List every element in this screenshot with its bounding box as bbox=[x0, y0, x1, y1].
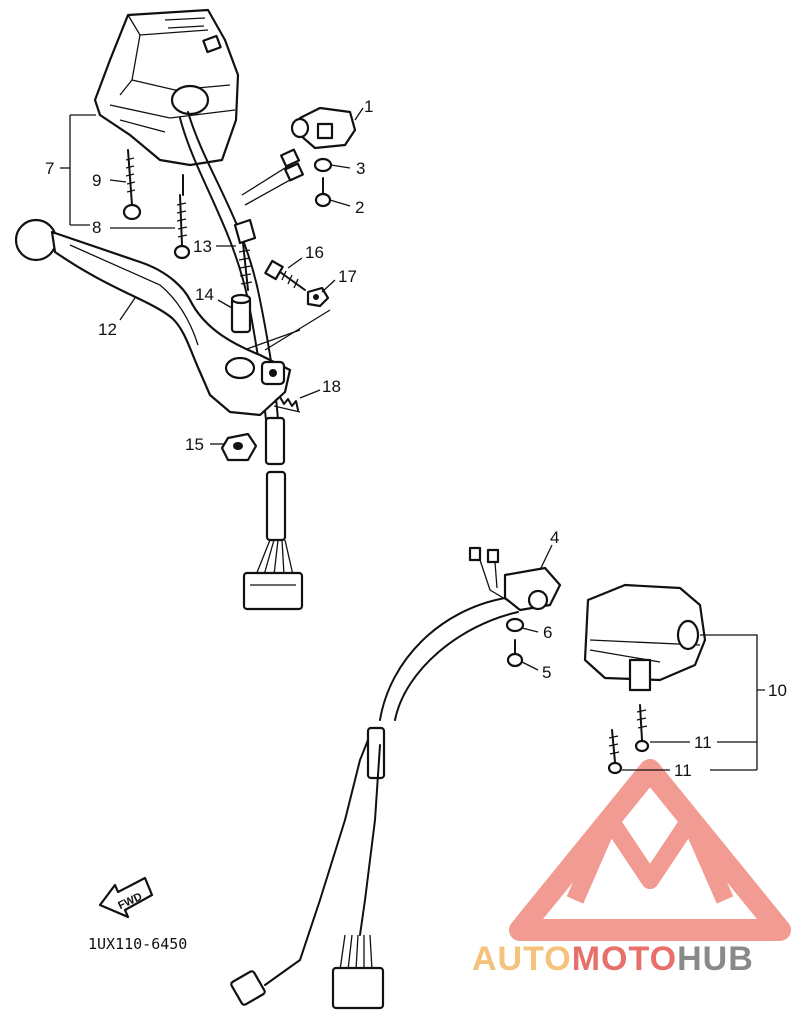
callout-1: 1 bbox=[364, 97, 373, 116]
callout-3: 3 bbox=[356, 159, 365, 178]
watermark-text: AUTOMOTOHUB bbox=[472, 940, 754, 978]
part-14-collar bbox=[230, 293, 252, 334]
callout-8: 8 bbox=[92, 218, 101, 237]
callout-13: 13 bbox=[193, 237, 212, 256]
part-11-screw-lower bbox=[607, 729, 623, 775]
callout-16: 16 bbox=[305, 243, 324, 262]
part-18-spring bbox=[273, 396, 301, 413]
part-13-bolt bbox=[233, 218, 257, 291]
left-switch-housing bbox=[93, 8, 240, 167]
callout-11-lower: 11 bbox=[674, 761, 692, 780]
callout-9: 9 bbox=[92, 171, 101, 190]
callout-2: 2 bbox=[355, 198, 364, 217]
callout-14: 14 bbox=[195, 285, 214, 304]
automotohub-logo bbox=[509, 759, 791, 941]
callout-6: 6 bbox=[543, 623, 552, 642]
part-8-screw bbox=[173, 174, 191, 260]
callout-12: 12 bbox=[98, 320, 117, 339]
part-11-screw-upper bbox=[634, 704, 650, 753]
diagram-code: 1UX110-6450 bbox=[88, 935, 187, 953]
fwd-arrow-icon: FWD bbox=[98, 876, 154, 919]
part-12-lever bbox=[14, 218, 292, 417]
part-1-clutch-switch bbox=[290, 106, 357, 150]
watermark-hub: HUB bbox=[677, 940, 754, 978]
part-9-screw bbox=[122, 149, 142, 221]
callout-17: 17 bbox=[338, 267, 357, 286]
part-6-washer bbox=[505, 617, 525, 633]
callout-7: 7 bbox=[45, 159, 54, 178]
part-2-screw bbox=[314, 177, 332, 208]
callout-18: 18 bbox=[322, 377, 341, 396]
watermark-auto: AUTO bbox=[472, 940, 572, 978]
callout-15: 15 bbox=[185, 435, 204, 454]
part-10-right-switch-housing bbox=[583, 583, 707, 692]
leader-lines bbox=[60, 107, 765, 771]
right-wire-harness bbox=[230, 597, 519, 1010]
part-5-screw bbox=[506, 639, 524, 668]
part-4-front-brake-switch bbox=[468, 546, 562, 612]
callout-4: 4 bbox=[550, 528, 559, 547]
callout-11-upper: 11 bbox=[694, 733, 712, 752]
part-3-washer bbox=[313, 157, 333, 173]
callout-labels: 1 2 3 4 5 6 7 8 9 10 11 11 12 13 14 15 1… bbox=[45, 97, 787, 780]
part-15-nut bbox=[220, 432, 258, 462]
part-16-bolt bbox=[264, 259, 306, 291]
left-wire-harness bbox=[242, 416, 304, 611]
watermark-moto: MOTO bbox=[572, 940, 677, 978]
part-17-nut bbox=[306, 286, 330, 308]
callout-10: 10 bbox=[768, 681, 787, 700]
callout-5: 5 bbox=[542, 663, 551, 682]
